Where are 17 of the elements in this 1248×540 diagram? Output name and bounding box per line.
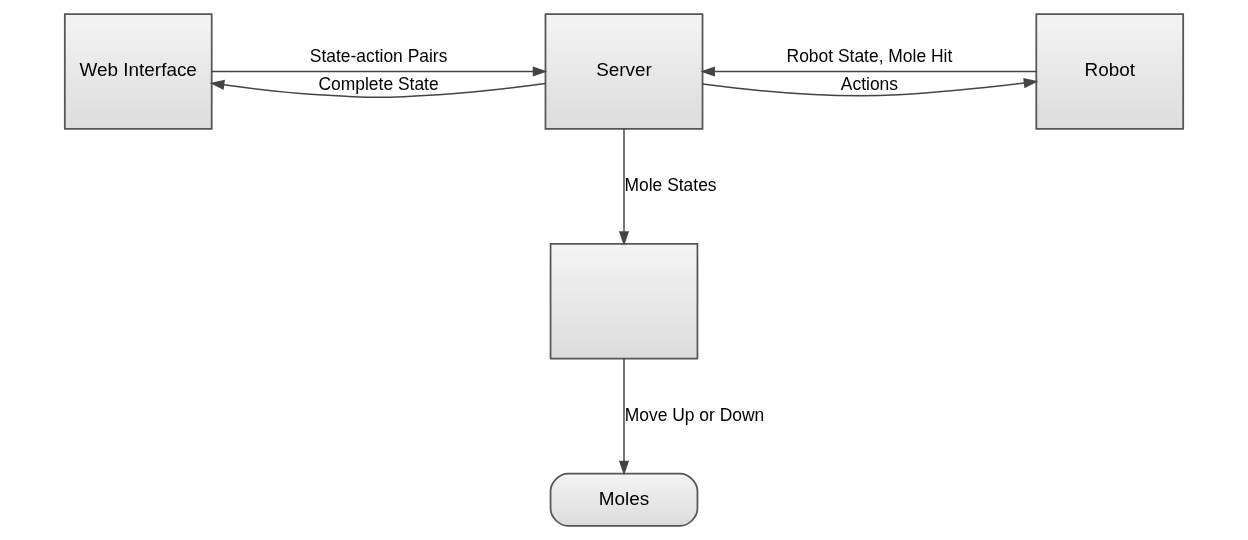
edge-label: Move Up or Down [624, 404, 765, 425]
node-box: Web Interface [63, 13, 213, 130]
arrow [211, 66, 548, 77]
arrow [701, 78, 1039, 97]
arrow [209, 79, 547, 99]
arrow [700, 66, 1037, 77]
edge-label: State-action Pairs [309, 46, 448, 67]
arrow [618, 128, 630, 246]
arrow [618, 358, 630, 476]
edge-label: Mole States [624, 174, 717, 195]
edge-label: Actions [840, 73, 899, 94]
node-box: Robot [1035, 13, 1185, 130]
node-box [549, 242, 699, 360]
node-box: Moles [549, 472, 699, 527]
node-box: Server [544, 13, 704, 130]
edge-label: Complete State [318, 73, 439, 94]
edge-label: Robot State, Mole Hit [786, 46, 953, 67]
